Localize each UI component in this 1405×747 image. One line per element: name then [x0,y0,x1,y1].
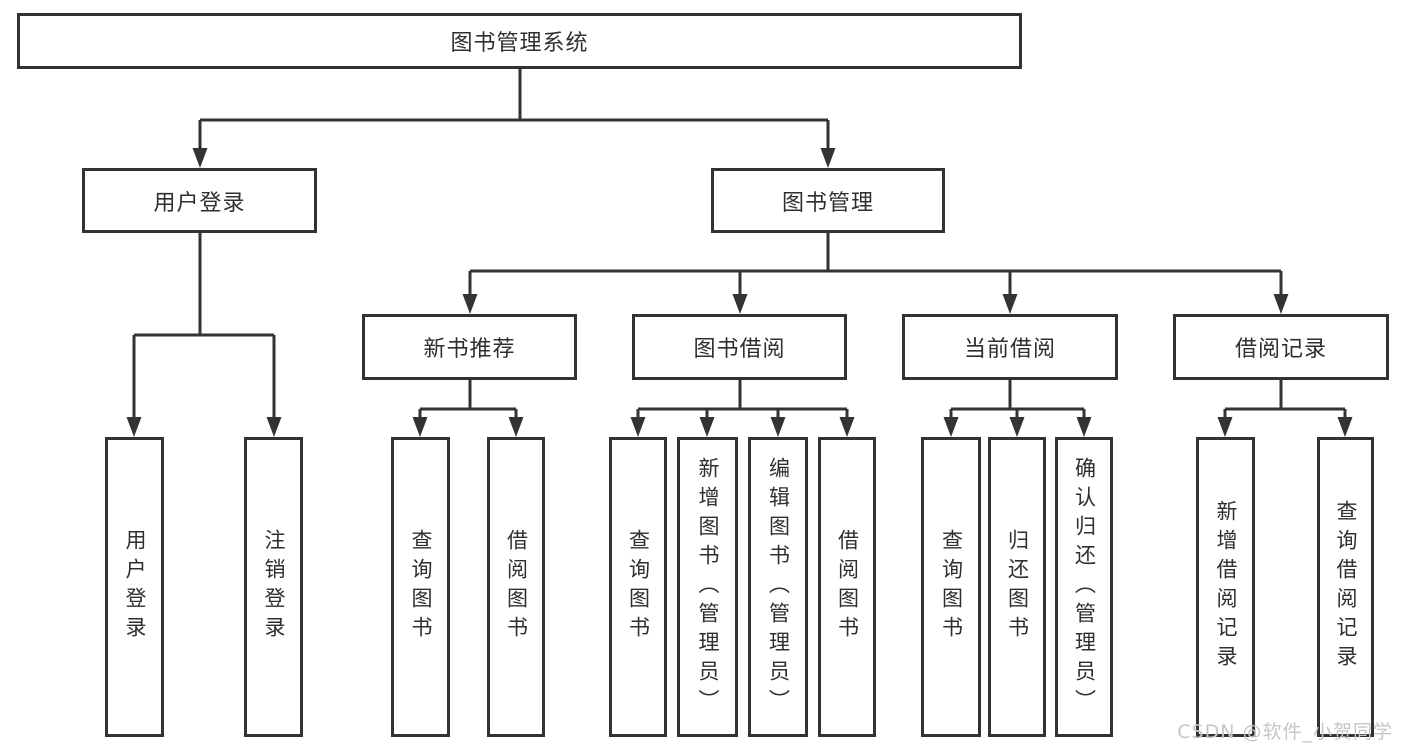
edges-root [198,68,830,150]
node-label: 图书管理 [781,190,874,216]
arrowhead [1076,417,1092,437]
edges-book-borrowing [636,379,849,419]
node-book-borrowing: 图书借阅 [632,314,847,380]
node-label: 用户登录 [123,529,147,645]
node-label: 用户登录 [153,190,246,216]
node-label: 查询图书 [626,529,651,645]
edges-borrow-records [1223,379,1347,419]
edges-book-management [468,233,1283,296]
node-label: 查询图书 [939,529,964,645]
csdn-watermark: CSDN @软件_小贺同学 [1177,721,1393,743]
node-label: 注销登录 [262,529,286,645]
leaf-edit-book-admin: 编辑图书（管理员） [748,437,808,737]
arrowhead [630,417,646,437]
node-label: 新增借阅记录 [1214,500,1238,674]
node-label: 新增图书（管理员） [696,456,720,718]
node-current-borrowing: 当前借阅 [902,314,1118,380]
leaf-query-books-current: 查询图书 [921,437,981,737]
node-book-management: 图书管理 [711,168,945,233]
node-label: 确认归还（管理员） [1072,456,1097,718]
edges-new-book-recommend [418,379,518,419]
arrowhead [1217,417,1233,437]
arrowhead [462,294,478,314]
leaf-add-borrow-record: 新增借阅记录 [1196,437,1255,737]
node-library-system: 图书管理系统 [17,13,1022,69]
arrowhead [820,148,836,168]
node-label: 借阅记录 [1234,337,1327,362]
node-label: 图书借阅 [693,337,786,362]
arrowhead [1002,294,1018,314]
edges-current-borrowing [949,379,1086,419]
leaf-return-books: 归还图书 [988,437,1046,737]
node-user-login: 用户登录 [82,168,317,233]
node-label: 归还图书 [1005,529,1030,645]
arrowhead [770,417,786,437]
leaf-confirm-return-admin: 确认归还（管理员） [1055,437,1113,737]
arrowhead [412,417,428,437]
arrowhead [1273,294,1289,314]
arrowhead [1009,417,1025,437]
leaf-query-books-recommend: 查询图书 [391,437,450,737]
node-label: 图书管理系统 [450,31,589,56]
node-label: 查询借阅记录 [1334,500,1358,674]
node-new-book-recommend: 新书推荐 [362,314,577,380]
arrowhead [192,148,208,168]
node-borrow-records: 借阅记录 [1173,314,1389,380]
arrowhead [126,417,142,437]
node-label: 新书推荐 [423,337,516,362]
leaf-query-borrow-record: 查询借阅记录 [1317,437,1374,737]
leaf-add-book-admin: 新增图书（管理员） [677,437,738,737]
arrowhead [732,294,748,314]
leaf-borrow-books: 借阅图书 [818,437,876,737]
node-label: 当前借阅 [963,337,1056,362]
node-label: 查询图书 [409,529,433,645]
node-label: 借阅图书 [504,529,529,645]
node-label: 编辑图书（管理员） [766,456,791,718]
edges-user-login [132,233,276,419]
arrowhead [699,417,715,437]
leaf-logout: 注销登录 [244,437,303,737]
leaf-query-books-borrow: 查询图书 [609,437,667,737]
arrowhead [266,417,282,437]
leaf-user-login: 用户登录 [105,437,164,737]
arrowhead [508,417,524,437]
leaf-borrow-books-recommend: 借阅图书 [487,437,545,737]
arrowhead [1337,417,1353,437]
arrowhead [943,417,959,437]
node-label: 借阅图书 [835,529,860,645]
arrowhead [839,417,855,437]
